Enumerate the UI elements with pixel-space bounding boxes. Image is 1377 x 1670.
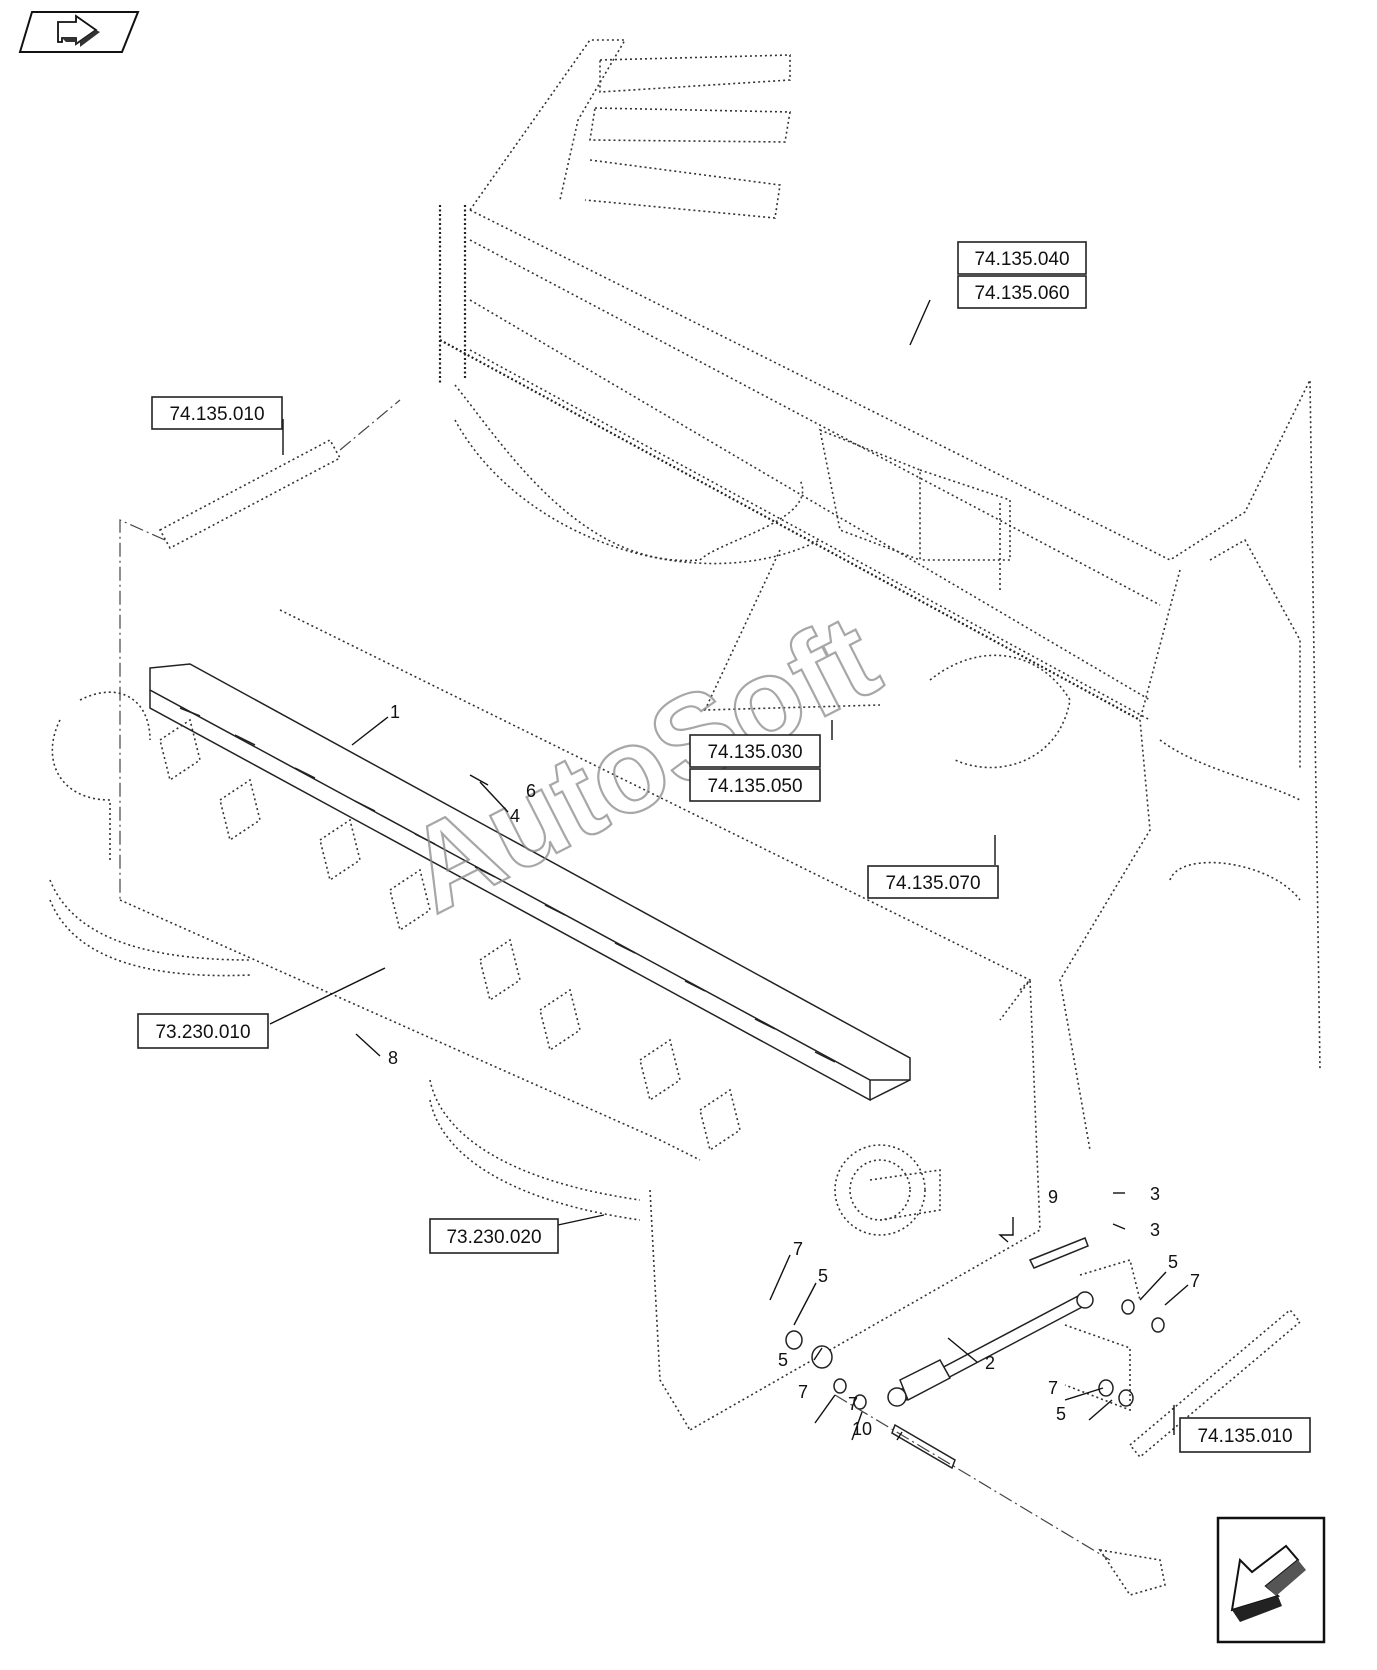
callout-7: 7 <box>1190 1271 1200 1291</box>
machine-linework <box>49 39 1321 1596</box>
callout-10: 10 <box>852 1419 872 1439</box>
callout-8: 8 <box>388 1048 398 1068</box>
ref-74-135-040[interactable]: 74.135.040 <box>957 241 1087 275</box>
ref-74-135-060[interactable]: 74.135.060 <box>957 275 1087 309</box>
callout-4: 4 <box>510 806 520 826</box>
svg-text:73.230.020: 73.230.020 <box>446 1227 541 1248</box>
ref-74-135-010-bottom[interactable]: 74.135.010 <box>1179 1417 1311 1453</box>
ref-74-135-030[interactable]: 74.135.030 <box>689 734 821 768</box>
callout-3: 3 <box>1150 1184 1160 1204</box>
previous-page-icon[interactable] <box>18 11 140 53</box>
callout-9: 9 <box>1048 1187 1058 1207</box>
svg-text:74.135.030: 74.135.030 <box>707 742 802 763</box>
svg-text:73.230.010: 73.230.010 <box>155 1022 250 1043</box>
callout-7: 7 <box>793 1239 803 1259</box>
callout-3: 3 <box>1150 1220 1160 1240</box>
svg-text:74.135.010: 74.135.010 <box>169 404 264 425</box>
callout-7: 7 <box>1048 1378 1058 1398</box>
callout-5: 5 <box>778 1350 788 1370</box>
ref-73-230-020[interactable]: 73.230.020 <box>429 1218 559 1254</box>
ref-74-135-010-top[interactable]: 74.135.010 <box>151 396 283 430</box>
callout-7: 7 <box>848 1394 858 1414</box>
callout-labels: 1 2 3 3 4 5 5 5 5 6 7 7 7 7 7 8 9 10 <box>388 702 1200 1439</box>
callout-5: 5 <box>818 1266 828 1286</box>
svg-text:74.135.010: 74.135.010 <box>1197 1426 1292 1447</box>
callout-5: 5 <box>1168 1252 1178 1272</box>
callout-1: 1 <box>390 702 400 722</box>
svg-text:74.135.050: 74.135.050 <box>707 776 802 797</box>
callout-2: 2 <box>985 1353 995 1373</box>
callout-7: 7 <box>798 1382 808 1402</box>
ref-74-135-070[interactable]: 74.135.070 <box>867 865 999 899</box>
callout-5: 5 <box>1056 1404 1066 1424</box>
ref-74-135-050[interactable]: 74.135.050 <box>689 768 821 802</box>
watermark: AutoSoft <box>385 588 899 940</box>
svg-text:74.135.040: 74.135.040 <box>974 249 1069 270</box>
callout-6: 6 <box>526 781 536 801</box>
ref-73-230-010[interactable]: 73.230.010 <box>137 1013 269 1049</box>
svg-text:74.135.060: 74.135.060 <box>974 283 1069 304</box>
svg-text:74.135.070: 74.135.070 <box>885 873 980 894</box>
svg-text:AutoSoft: AutoSoft <box>386 589 898 938</box>
leader-lines <box>269 299 1189 1441</box>
next-page-icon[interactable] <box>1216 1516 1326 1644</box>
